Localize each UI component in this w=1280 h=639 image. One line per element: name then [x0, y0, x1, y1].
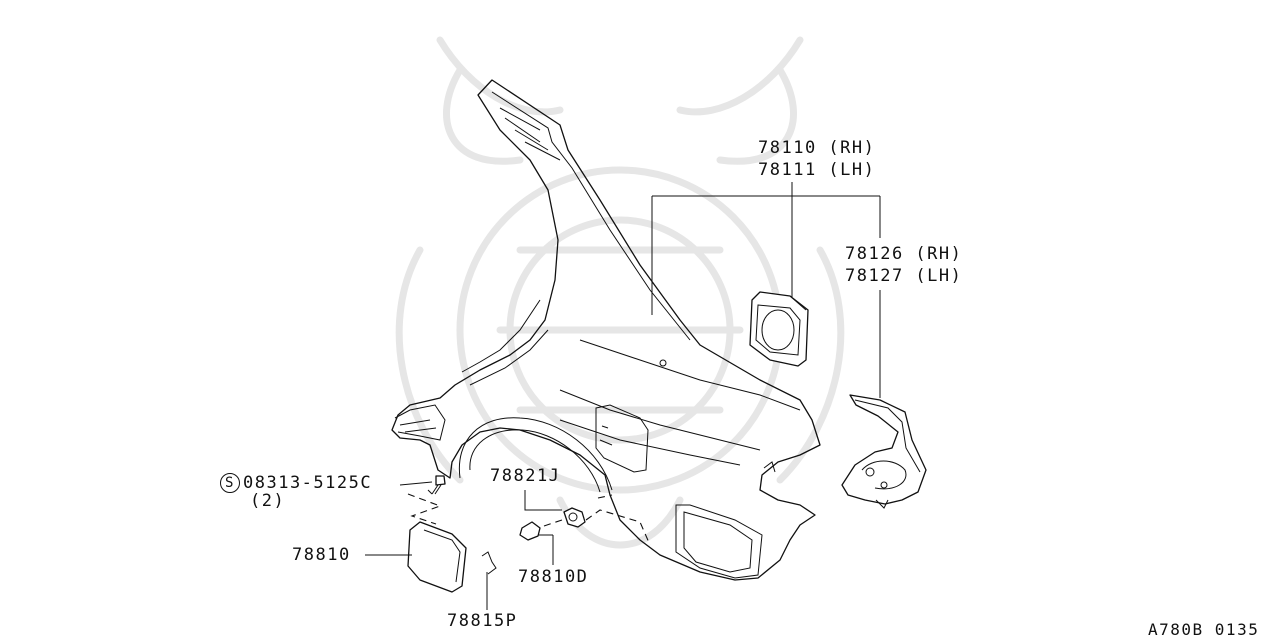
label-screw-qty: (2) — [250, 491, 286, 511]
leader-lines — [365, 182, 881, 610]
bracket-78821j — [563, 507, 586, 528]
label-bumper: 78810D — [518, 567, 589, 587]
bumper-78810d — [519, 521, 541, 541]
diagram-code: A780B 0135 — [1148, 620, 1260, 639]
screw-part-number: 08313-5125C — [243, 473, 373, 493]
screw — [427, 475, 446, 495]
label-spring: 78815P — [447, 611, 518, 631]
label-fuel-lid: 78810 — [292, 545, 351, 565]
label-fuel-lid-base-rh: 78110 (RH) — [758, 138, 876, 158]
label-bracket: 78821J — [490, 466, 561, 486]
label-fuel-lid-base-lh: 78111 (LH) — [758, 160, 876, 180]
fuel-filler-base — [749, 291, 809, 367]
fuel-lid — [407, 521, 467, 593]
wheelhouse-extension — [841, 394, 927, 509]
label-wheelhouse-ext-lh: 78127 (LH) — [845, 266, 963, 286]
screw-symbol-icon: S — [220, 473, 240, 493]
spring-78815p — [481, 551, 497, 575]
label-wheelhouse-ext-rh: 78126 (RH) — [845, 244, 963, 264]
